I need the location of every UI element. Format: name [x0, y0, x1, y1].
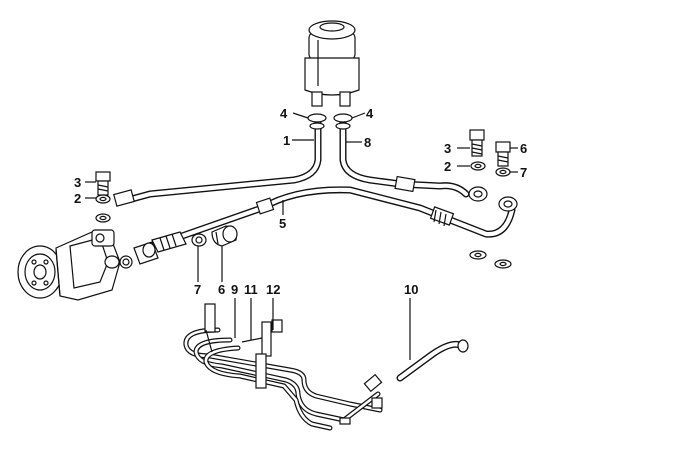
callout-3-right: 3 — [444, 141, 451, 156]
hose-fittings — [113, 113, 455, 227]
callout-9: 9 — [231, 282, 238, 297]
callout-6-right: 6 — [520, 141, 527, 156]
callout-10: 10 — [404, 282, 418, 297]
fluid-reservoir — [304, 20, 360, 107]
callout-5: 5 — [279, 216, 286, 231]
callout-1: 1 — [283, 133, 290, 148]
cooler-pipe-assembly — [183, 303, 383, 431]
callout-8: 8 — [364, 135, 371, 150]
steering-pump — [17, 229, 121, 301]
pump-outlet-fittings — [104, 225, 238, 269]
callout-11: 11 — [244, 282, 258, 297]
callout-labels: 1 2 2 3 3 4 4 5 6 6 7 7 8 9 10 11 12 — [74, 106, 527, 297]
callout-2-left: 2 — [74, 191, 81, 206]
callout-12: 12 — [266, 282, 280, 297]
callout-6-lower: 6 — [218, 282, 225, 297]
callout-7-right: 7 — [520, 165, 527, 180]
callout-4-left: 4 — [280, 106, 288, 121]
callout-4-right: 4 — [366, 106, 374, 121]
hose-assembly — [124, 116, 516, 240]
callout-3-left: 3 — [74, 175, 81, 190]
left-bolt-and-washers — [95, 171, 111, 223]
leader-lines — [85, 112, 518, 360]
return-hose — [396, 339, 469, 382]
callout-2-right: 2 — [444, 159, 451, 174]
callout-7-lower: 7 — [194, 282, 201, 297]
right-banjo-fittings — [468, 129, 518, 269]
